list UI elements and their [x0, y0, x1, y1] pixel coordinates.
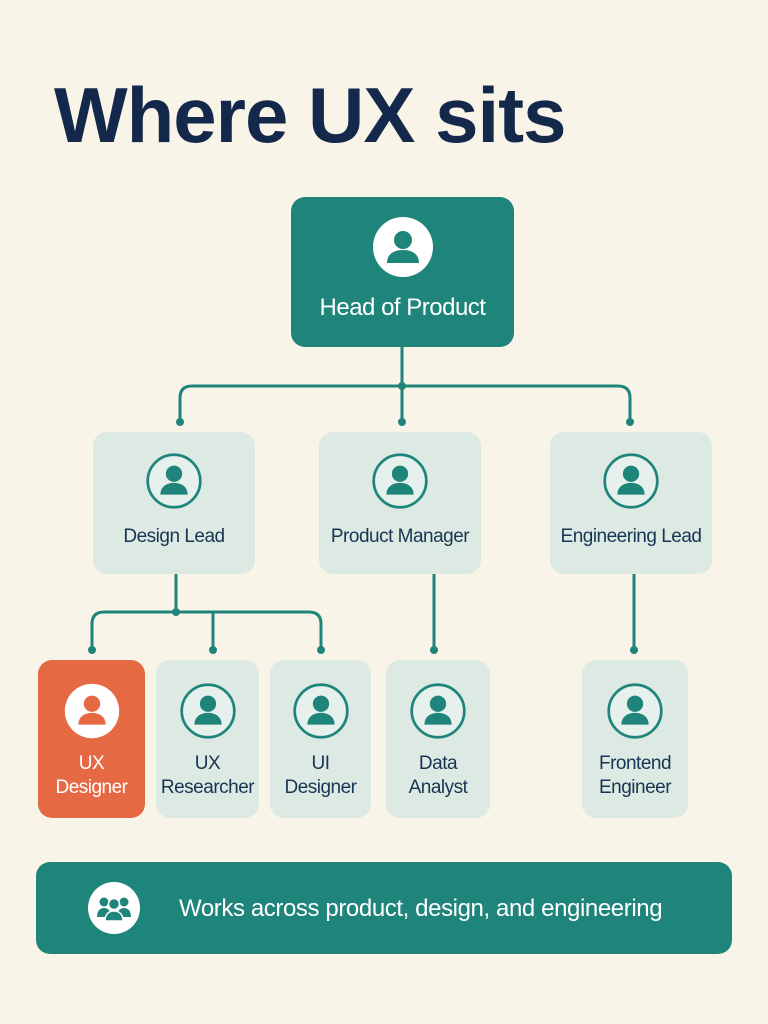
connector-junction-dot — [398, 382, 406, 390]
node-head-of-product: Head of Product — [291, 197, 514, 347]
node-label: Frontend Engineer — [598, 753, 672, 798]
page-title: Where UX sits — [54, 71, 566, 159]
connector-endpoint-dot — [626, 418, 634, 426]
person-avatar-icon — [372, 453, 428, 509]
person-avatar-icon — [146, 453, 202, 509]
node-label: UX Designer — [55, 753, 128, 798]
node-product-manager: Product Manager — [319, 432, 481, 574]
connector-endpoint-dot — [398, 418, 406, 426]
person-avatar-icon — [410, 683, 466, 739]
connector-endpoint-dot — [430, 646, 438, 654]
person-avatar-icon — [179, 683, 236, 739]
person-avatar-icon — [607, 683, 663, 739]
connector-level2-branch — [178, 384, 632, 422]
node-label: Engineering Lead — [560, 526, 702, 547]
node-data-analyst: Data Analyst — [386, 660, 490, 818]
person-avatar-icon — [372, 217, 433, 277]
connector-endpoint-dot — [176, 418, 184, 426]
connector-endpoint-dot — [88, 646, 96, 654]
node-label: Data Analyst — [408, 753, 468, 798]
node-ui-designer: UI Designer — [270, 660, 371, 818]
banner-text: Works across product, design, and engine… — [179, 895, 663, 922]
cross-functional-banner: Works across product, design, and engine… — [36, 862, 732, 954]
connector-endpoint-dot — [209, 646, 217, 654]
node-ux-researcher: UX Researcher — [156, 660, 259, 818]
connector-design-branch — [90, 610, 323, 650]
node-frontend-engineer: Frontend Engineer — [582, 660, 688, 818]
node-label: Head of Product — [319, 294, 486, 321]
node-ux-designer: UX Designer — [38, 660, 145, 818]
node-label: UX Researcher — [160, 753, 255, 798]
node-design-lead: Design Lead — [93, 432, 255, 574]
team-icon — [88, 882, 140, 934]
node-label: UI Designer — [284, 753, 357, 798]
node-label: Product Manager — [330, 526, 470, 547]
person-avatar-icon — [64, 683, 119, 739]
node-engineering-lead: Engineering Lead — [550, 432, 712, 574]
person-avatar-icon — [603, 453, 659, 509]
person-avatar-icon — [292, 683, 349, 739]
connector-endpoint-dot — [630, 646, 638, 654]
connector-junction-dot — [172, 608, 180, 616]
node-label: Design Lead — [123, 526, 225, 547]
connector-endpoint-dot — [317, 646, 325, 654]
